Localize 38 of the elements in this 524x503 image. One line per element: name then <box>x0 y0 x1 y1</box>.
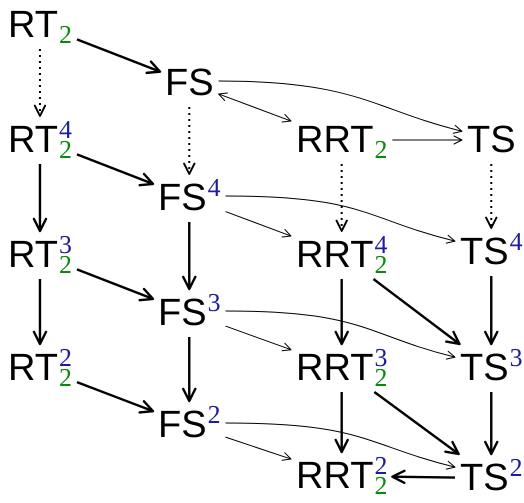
math-label: FS$^{4}$ <box>158 179 221 217</box>
math-label: FS$^{3}$ <box>158 294 221 332</box>
math-label: TS$^{4}$ <box>460 233 523 271</box>
arrow <box>334 279 349 346</box>
arrow <box>76 381 154 414</box>
math-label: RRT$_{2}$ <box>296 121 388 159</box>
arrow <box>225 196 456 244</box>
math-label: FS$^{2}$ <box>158 406 221 444</box>
arrow <box>183 107 196 175</box>
arrow <box>225 436 292 461</box>
math-label: RT$_{2}$ <box>8 6 72 44</box>
arrow <box>374 391 460 456</box>
arrow <box>218 92 292 122</box>
arrow <box>76 38 162 74</box>
arrow <box>391 470 456 484</box>
math-label: TS$^{2}$ <box>460 459 523 497</box>
arrow <box>225 422 456 470</box>
arrow <box>225 211 292 238</box>
arrow <box>334 392 349 454</box>
arrow <box>182 222 196 290</box>
arrow <box>218 80 462 134</box>
arrow <box>32 164 48 232</box>
math-label: FS <box>165 64 214 102</box>
arrow <box>484 276 498 346</box>
arrow <box>76 153 154 186</box>
arrow <box>76 268 154 302</box>
arrow <box>484 392 498 456</box>
arrow <box>225 310 456 360</box>
arrow <box>485 164 498 229</box>
arrow <box>392 136 462 144</box>
math-label: TS$^{3}$ <box>460 349 523 387</box>
arrow <box>372 278 461 346</box>
arrow <box>34 49 46 117</box>
math-label: TS <box>467 121 516 159</box>
arrow <box>225 326 292 352</box>
arrow <box>182 337 196 402</box>
arrow <box>32 279 48 346</box>
arrow <box>336 164 348 232</box>
